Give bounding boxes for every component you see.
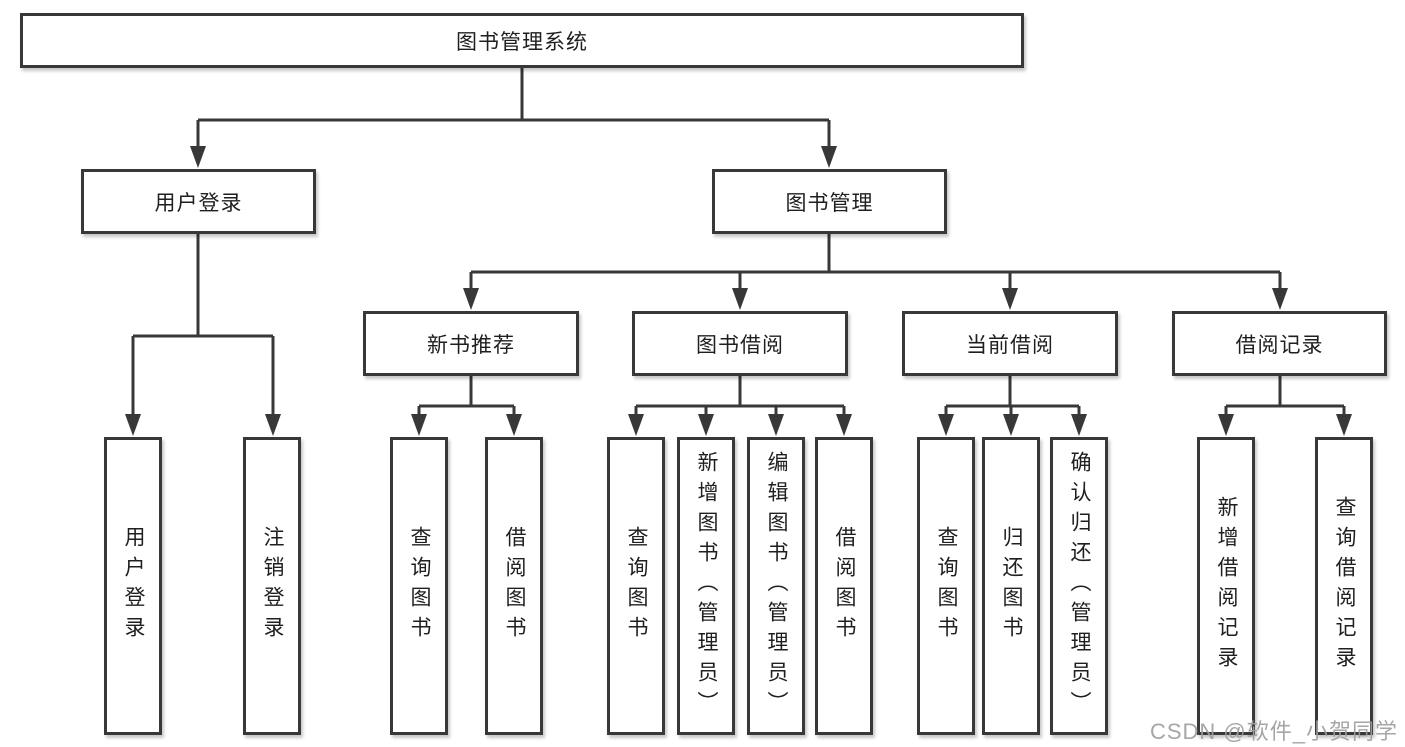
arrowhead-icons xyxy=(125,146,1352,436)
leaf-label: 查询图书 xyxy=(935,526,958,646)
leaf-logout-login: 注销登录 xyxy=(243,437,301,735)
node-label: 图书借阅 xyxy=(696,333,784,357)
leaf-query-books-recommend: 查询图书 xyxy=(390,437,448,735)
leaf-edit-book-admin: 编辑图书（管理员） xyxy=(747,437,805,735)
leaf-label: 新增借阅记录 xyxy=(1215,496,1238,676)
leaf-label: 归还图书 xyxy=(1000,526,1023,646)
leaf-return-book: 归还图书 xyxy=(982,437,1040,735)
node-user-login: 用户登录 xyxy=(81,169,316,234)
leaf-add-book-admin: 新增图书（管理员） xyxy=(677,437,735,735)
leaf-label: 查询图书 xyxy=(408,526,431,646)
leaf-confirm-return-admin: 确认归还（管理员） xyxy=(1050,437,1108,735)
leaf-label: 新增图书（管理员） xyxy=(695,451,718,721)
leaf-label: 查询借阅记录 xyxy=(1333,496,1356,676)
leaf-label: 编辑图书（管理员） xyxy=(765,451,788,721)
node-book-borrow: 图书借阅 xyxy=(632,311,848,376)
leaf-query-books-borrow: 查询图书 xyxy=(607,437,665,735)
leaf-query-books-current: 查询图书 xyxy=(917,437,975,735)
leaf-add-borrow-record: 新增借阅记录 xyxy=(1197,437,1255,735)
leaf-borrow-books: 借阅图书 xyxy=(815,437,873,735)
node-library-management-system: 图书管理系统 xyxy=(20,13,1024,68)
node-new-book-recommend: 新书推荐 xyxy=(363,311,579,376)
node-current-borrow: 当前借阅 xyxy=(902,311,1118,376)
node-label: 借阅记录 xyxy=(1235,333,1324,357)
node-label: 图书管理系统 xyxy=(456,30,588,54)
node-label: 图书管理 xyxy=(785,191,874,215)
node-label: 当前借阅 xyxy=(966,333,1054,357)
leaf-label: 注销登录 xyxy=(261,526,284,646)
leaf-borrow-books-recommend: 借阅图书 xyxy=(485,437,543,735)
leaf-label: 借阅图书 xyxy=(503,526,526,646)
node-borrow-records: 借阅记录 xyxy=(1172,311,1387,376)
leaf-label: 用户登录 xyxy=(122,526,145,646)
leaf-user-login: 用户登录 xyxy=(104,437,162,735)
csdn-watermark: CSDN @软件_小贺同学 xyxy=(1149,719,1398,744)
node-label: 新书推荐 xyxy=(427,333,515,357)
node-book-management: 图书管理 xyxy=(712,169,947,234)
leaf-label: 查询图书 xyxy=(625,526,648,646)
node-label: 用户登录 xyxy=(154,191,243,215)
leaf-label: 借阅图书 xyxy=(833,526,856,646)
leaf-label: 确认归还（管理员） xyxy=(1068,451,1091,721)
leaf-query-borrow-record: 查询借阅记录 xyxy=(1315,437,1373,735)
